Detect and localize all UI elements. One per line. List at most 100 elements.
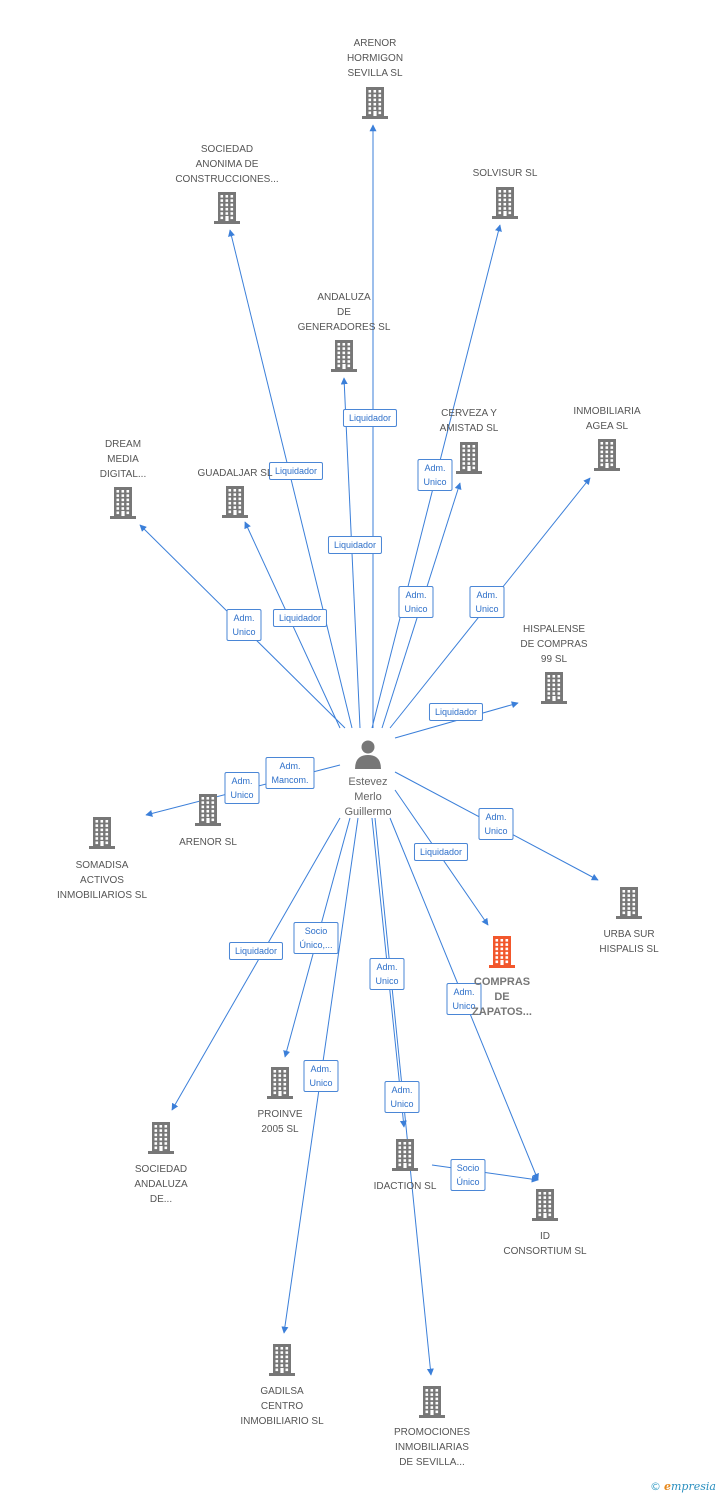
relation-label-text: Liquidador: [434, 707, 478, 717]
company-label-line: HORMIGON: [346, 53, 404, 64]
relation-label-text: Adm.: [453, 987, 475, 997]
person-label-line: Estevez: [348, 776, 388, 788]
relation-label-text: Adm.: [391, 1085, 413, 1095]
relation-label-text: Liquidador: [348, 413, 392, 423]
building-icon[interactable]: [148, 1122, 174, 1154]
company-label-line: ZAPATOS...: [472, 1006, 532, 1018]
company-label-urba-sur[interactable]: URBA SUR HISPALIS SL: [554, 927, 704, 957]
company-label-arenor[interactable]: ARENOR SL: [133, 835, 283, 850]
relation-label-text: Adm.: [279, 761, 301, 771]
company-label-line: ANDALUZA: [317, 292, 371, 303]
company-label-idaction[interactable]: IDACTION SL: [330, 1179, 480, 1194]
relation-label-id-consortium[interactable]: Adm.Unico: [446, 983, 482, 1015]
company-label-line: INMOBILIARIAS: [395, 1442, 469, 1453]
company-label-guadaljar[interactable]: GUADALJAR SL: [160, 466, 310, 481]
company-label-line: HISPALIS SL: [599, 944, 659, 955]
relation-label-text: Liquidador: [234, 946, 278, 956]
person-icon[interactable]: [355, 740, 381, 770]
company-label-line: HISPALENSE: [522, 624, 586, 635]
relation-label-arenor[interactable]: Adm. Mancom.: [265, 757, 315, 789]
icon-layer: [89, 87, 642, 1418]
relation-label-text: Liquidador: [274, 466, 318, 476]
relation-label-gadilsa[interactable]: Adm.Unico: [303, 1060, 339, 1092]
building-icon[interactable]: [267, 1067, 293, 1099]
company-label-line: CENTRO: [260, 1401, 304, 1412]
relation-label-hispalense[interactable]: Liquidador: [428, 703, 484, 721]
company-label-line: ARENOR: [353, 38, 397, 49]
building-icon[interactable]: [214, 192, 240, 224]
relation-label-text: Unico: [309, 1078, 333, 1088]
building-icon[interactable]: [392, 1139, 418, 1171]
copyright-icon: ©: [650, 1480, 661, 1493]
relation-label-sociedad-andaluza[interactable]: Liquidador: [228, 942, 284, 960]
relation-label-text: Adm.: [376, 962, 398, 972]
relation-label-arenor-hormigon[interactable]: Liquidador: [327, 536, 383, 554]
company-label-line: DIGITAL...: [99, 469, 147, 480]
building-icon[interactable]: [532, 1189, 558, 1221]
company-label-line: INMOBILIARIO SL: [240, 1416, 324, 1427]
relation-label-cerveza-amistad[interactable]: Adm.Unico: [398, 586, 434, 618]
relation-label-urba-sur[interactable]: Adm.Unico: [478, 808, 514, 840]
relation-label-dream-media[interactable]: Adm.Unico: [226, 609, 262, 641]
relation-label-guadaljar[interactable]: Liquidador: [272, 609, 328, 627]
relation-label-promociones[interactable]: Adm.Unico: [384, 1081, 420, 1113]
company-label-line: URBA SUR: [603, 929, 655, 940]
building-icon[interactable]: [195, 794, 221, 826]
building-icon[interactable]: [489, 936, 515, 968]
company-label-line: AGEA SL: [585, 421, 629, 432]
building-icon[interactable]: [362, 87, 388, 119]
relation-label-somadisa[interactable]: Adm.Unico: [224, 772, 260, 804]
building-icon[interactable]: [222, 486, 248, 518]
relation-label-text: Unico: [475, 604, 499, 614]
relation-label-text: Adm.: [476, 590, 498, 600]
relation-label-text: Mancom.: [271, 775, 309, 785]
building-icon[interactable]: [456, 442, 482, 474]
building-icon[interactable]: [110, 487, 136, 519]
relation-label-solvisur[interactable]: Adm.Unico: [417, 459, 453, 491]
brand-watermark: ©empresia: [650, 1480, 716, 1493]
building-icon[interactable]: [594, 439, 620, 471]
brand-initial: e: [664, 1480, 671, 1493]
company-label-line: SOCIEDAD: [134, 1164, 188, 1175]
relation-label-sociedad-anonima[interactable]: Liquidador: [268, 462, 324, 480]
company-label-solvisur[interactable]: SOLVISUR SL: [430, 166, 580, 181]
company-label-line: CONSTRUCCIONES...: [175, 174, 279, 185]
building-icon[interactable]: [492, 187, 518, 219]
building-icon[interactable]: [269, 1344, 295, 1376]
relation-label-andaluza-generadores[interactable]: Liquidador: [342, 409, 398, 427]
company-label-line: SOLVISUR SL: [472, 168, 538, 179]
relation-label-text: Unico: [375, 976, 399, 986]
relation-label-text: Único,...: [299, 940, 333, 950]
company-label-line: PROINVE: [257, 1109, 303, 1120]
relation-label-compras-zapatos[interactable]: Liquidador: [413, 843, 469, 861]
building-icon[interactable]: [419, 1386, 445, 1418]
relation-label-idaction[interactable]: Adm. Unico: [369, 958, 405, 990]
relation-label-inmobiliaria-agea[interactable]: Adm. Unico: [469, 586, 505, 618]
building-icon[interactable]: [541, 672, 567, 704]
relation-label-text: Unico: [423, 477, 447, 487]
company-label-line: AMISTAD SL: [439, 423, 499, 434]
building-icon[interactable]: [616, 887, 642, 919]
building-icon[interactable]: [89, 817, 115, 849]
building-icon[interactable]: [331, 340, 357, 372]
relation-label-text: Socio: [304, 926, 328, 936]
brand-name: mpresia: [671, 1480, 716, 1493]
company-label-line: GUADALJAR SL: [197, 468, 273, 479]
